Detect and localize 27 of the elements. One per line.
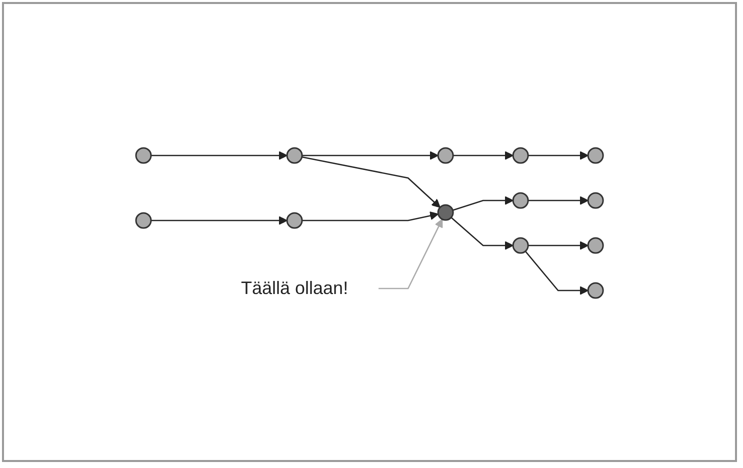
arrow bbox=[302, 150, 438, 160]
arrow bbox=[453, 150, 514, 160]
node-circle bbox=[587, 192, 604, 208]
arrow bbox=[528, 150, 588, 160]
node-circle bbox=[587, 236, 604, 254]
arrow bbox=[302, 210, 439, 221]
arrow bbox=[150, 216, 288, 224]
arrow bbox=[524, 250, 588, 294]
arrow bbox=[528, 240, 588, 250]
node-circle bbox=[286, 146, 303, 164]
node-circle bbox=[512, 192, 529, 208]
node-circle bbox=[286, 212, 303, 228]
node-circle bbox=[587, 282, 604, 298]
node-circle bbox=[135, 212, 152, 228]
arrow bbox=[450, 216, 514, 250]
arrow bbox=[528, 196, 588, 204]
node-circle bbox=[512, 236, 529, 254]
node-circle bbox=[437, 146, 454, 164]
arrow bbox=[150, 150, 288, 160]
node-circle bbox=[135, 146, 152, 164]
node-text: Täällä ollaan! bbox=[240, 278, 348, 298]
arrow bbox=[452, 196, 514, 210]
node-circle bbox=[437, 204, 454, 220]
node-circle bbox=[512, 146, 529, 164]
arrow bbox=[378, 218, 443, 289]
arrow bbox=[302, 156, 440, 208]
node-circle bbox=[587, 146, 604, 164]
